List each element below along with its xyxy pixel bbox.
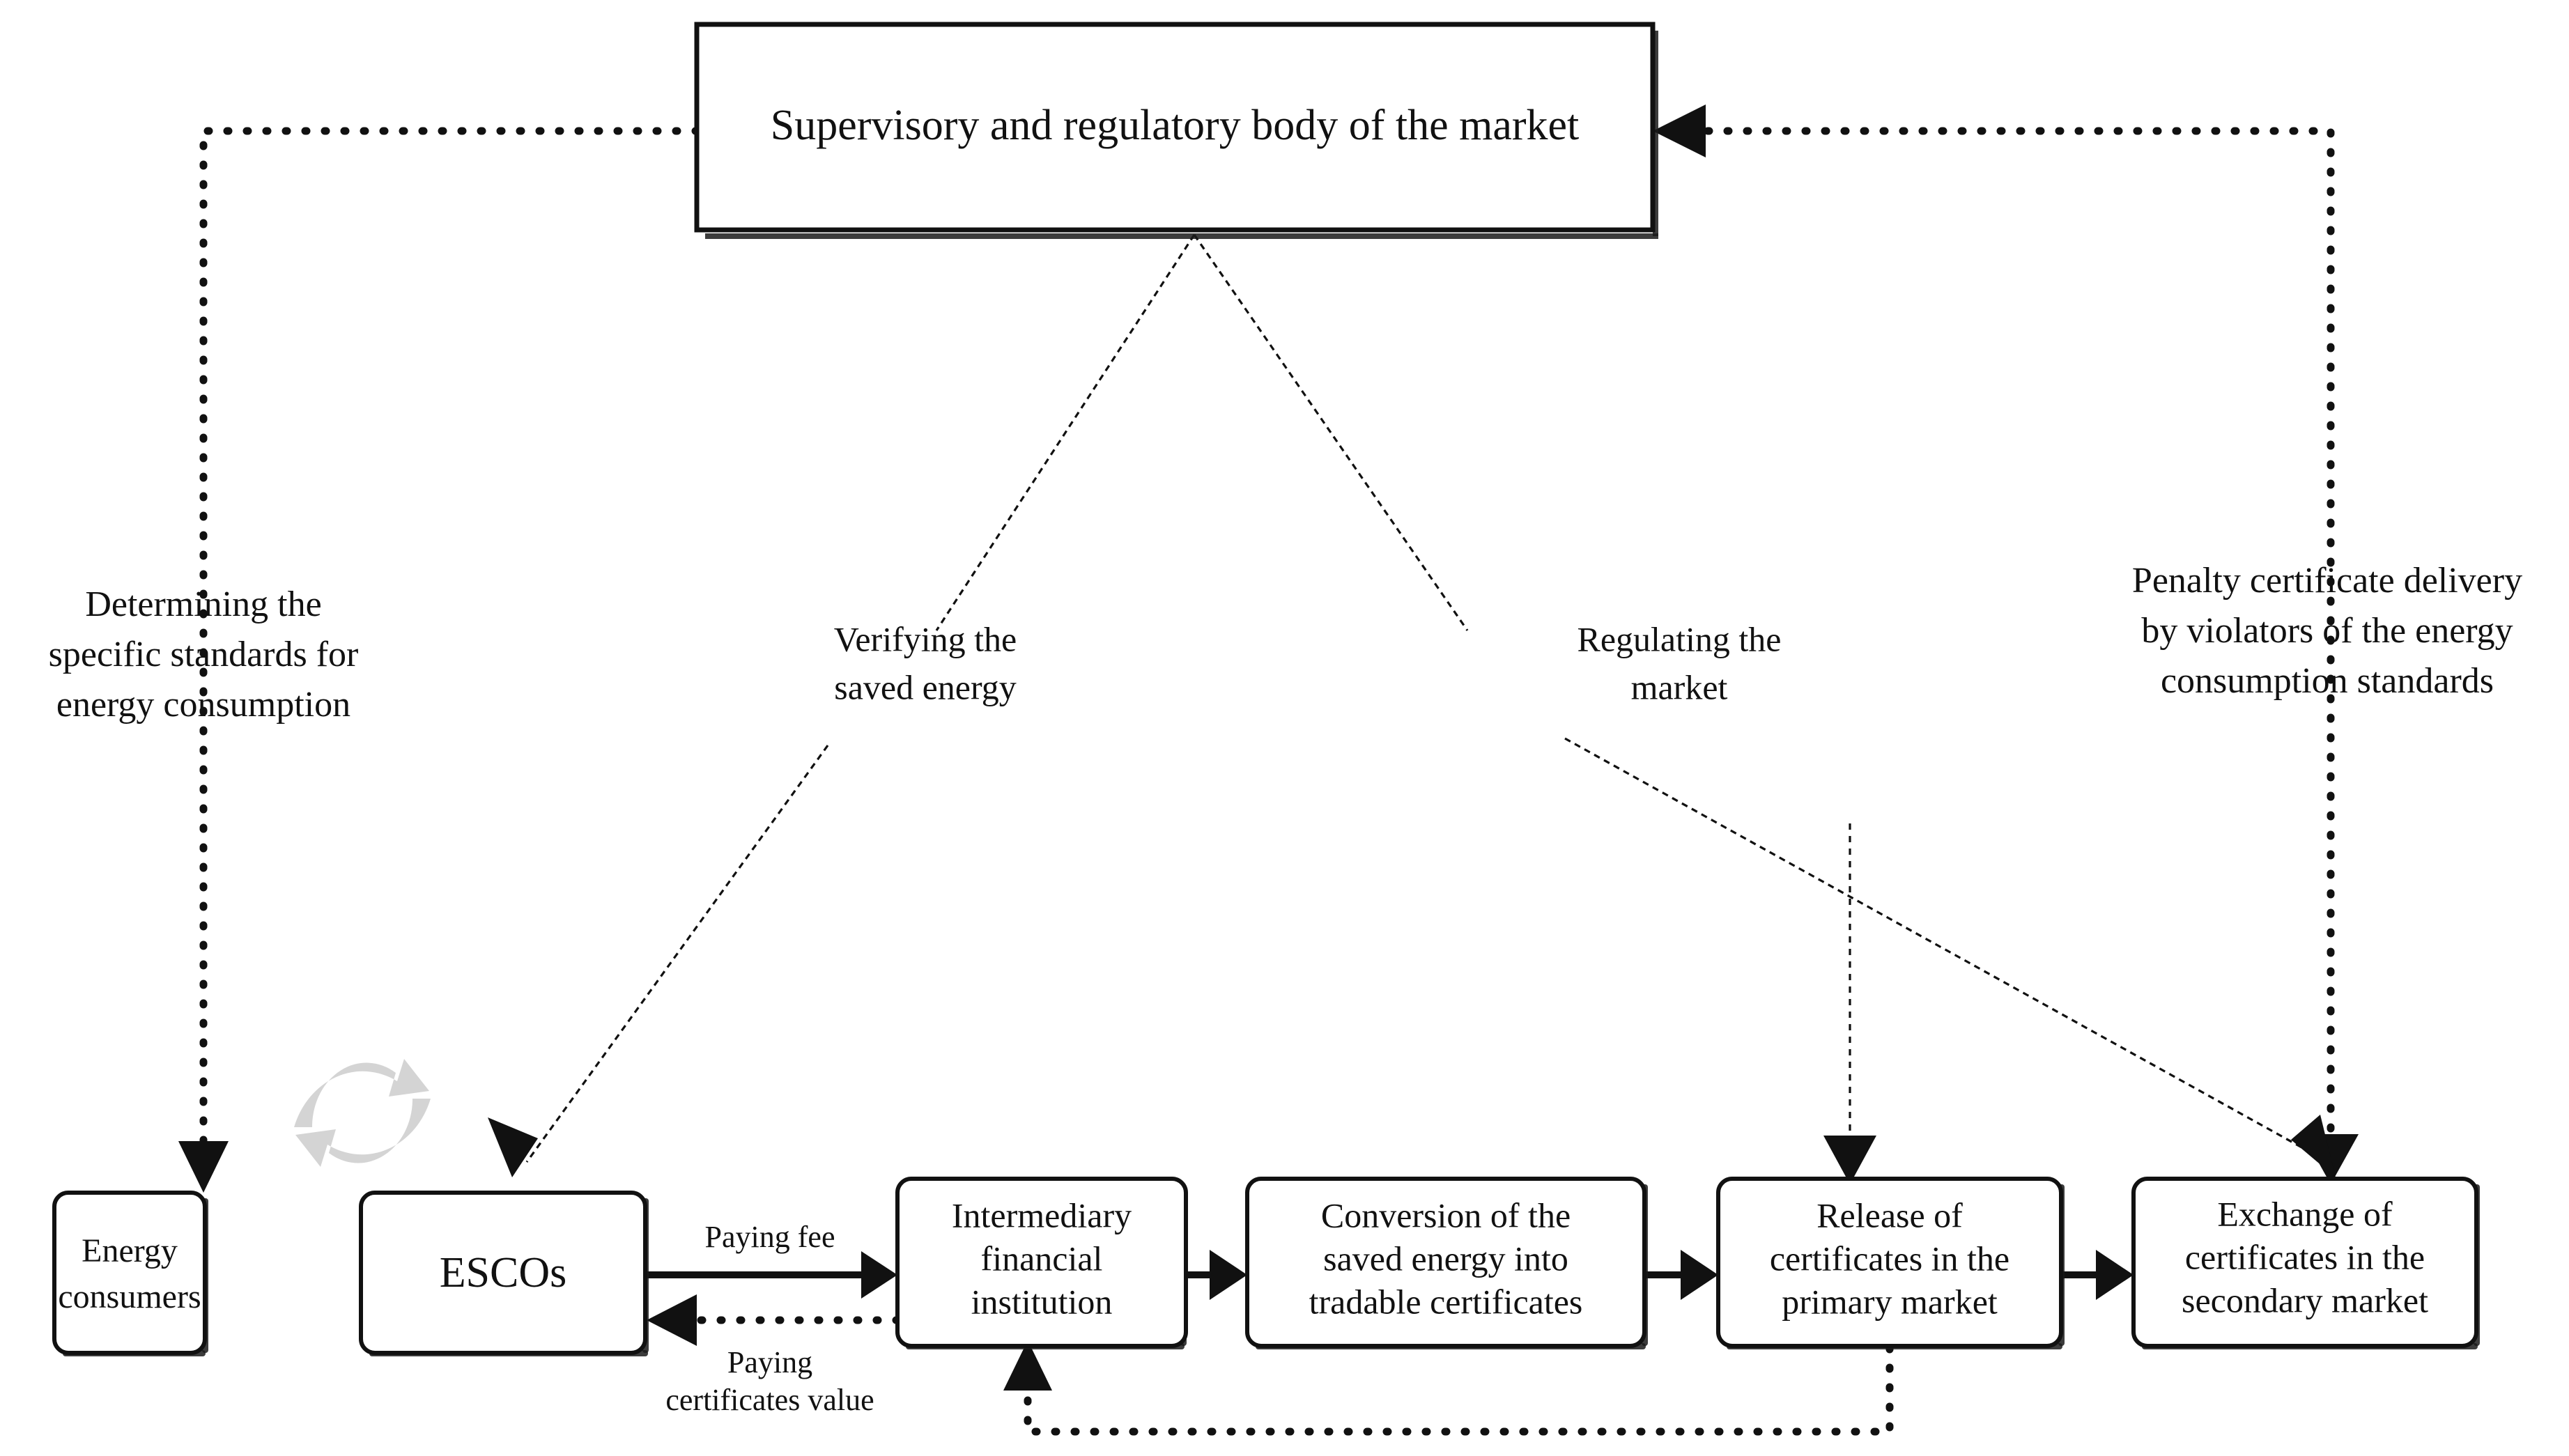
conversion-line-2: saved energy into bbox=[1323, 1239, 1568, 1278]
edge-label-paying-fee: Paying fee bbox=[705, 1220, 835, 1254]
verifying-line-1: Verifying the bbox=[834, 619, 1017, 658]
determining-standards-line-2: specific standards for bbox=[49, 635, 359, 674]
verifying-line-2: saved energy bbox=[834, 667, 1016, 706]
node-exchange-secondary-market[interactable]: Exchange of certificates in the secondar… bbox=[2131, 1177, 2480, 1349]
edge-verifying-saved-energy bbox=[488, 234, 1196, 1177]
flow-arrow-escos-to-intermediary bbox=[647, 1251, 897, 1299]
escos-label: ESCOs bbox=[440, 1249, 567, 1296]
node-escos[interactable]: ESCOs bbox=[359, 1191, 649, 1356]
flow-arrow-conversion-to-release bbox=[1644, 1250, 1718, 1300]
exchange-line-2: certificates in the bbox=[2185, 1237, 2425, 1276]
determining-standards-line-1: Determining the bbox=[85, 584, 321, 624]
penalty-line-1: Penalty certificate delivery bbox=[2132, 561, 2522, 601]
arrow-head-right-intermediary bbox=[861, 1251, 897, 1299]
node-release-primary-market[interactable]: Release of certificates in the primary m… bbox=[1716, 1177, 2065, 1349]
arrow-head-left-escos bbox=[647, 1294, 697, 1346]
node-supervisory-regulatory-body[interactable]: Supervisory and regulatory body of the m… bbox=[694, 22, 1658, 239]
node-energy-consumers[interactable]: Energy consumers bbox=[52, 1191, 208, 1356]
edge-label-paying-certificates-value: Paying certificates value bbox=[665, 1345, 874, 1417]
edge-certificates-return-loop bbox=[1003, 1340, 1894, 1436]
node-intermediary-financial-institution[interactable]: Intermediary financial institution bbox=[895, 1177, 1188, 1349]
paying-fee-label: Paying fee bbox=[705, 1220, 835, 1254]
arrow-head-down-release-box bbox=[1823, 1136, 1876, 1184]
edge-determining-standards bbox=[178, 127, 701, 1193]
conversion-line-3: tradable certificates bbox=[1309, 1282, 1583, 1321]
arrow-head-right-exchange bbox=[2096, 1250, 2134, 1300]
edge-regulating-market bbox=[1193, 234, 2336, 1184]
exchange-line-3: secondary market bbox=[2182, 1280, 2428, 1319]
energy-consumers-line-1: Energy bbox=[82, 1232, 178, 1269]
paying-certificates-line-2: certificates value bbox=[665, 1383, 874, 1417]
annotation-regulating-market: Regulating the market bbox=[1577, 619, 1782, 706]
regulating-line-1: Regulating the bbox=[1577, 619, 1782, 658]
refresh-cycle-icon bbox=[294, 1059, 431, 1167]
release-line-3: primary market bbox=[1782, 1282, 1998, 1321]
arrow-head-up-intermediary bbox=[1003, 1340, 1052, 1391]
penalty-line-3: consumption standards bbox=[2161, 661, 2494, 701]
intermediary-line-1: Intermediary bbox=[952, 1195, 1132, 1234]
arrow-head-left-supervisory bbox=[1653, 104, 1706, 157]
intermediary-line-2: financial bbox=[981, 1239, 1103, 1278]
energy-consumers-line-2: consumers bbox=[58, 1278, 201, 1315]
intermediary-line-3: institution bbox=[971, 1282, 1113, 1321]
determining-standards-line-3: energy consumption bbox=[56, 685, 350, 725]
annotation-verifying-saved-energy: Verifying the saved energy bbox=[834, 619, 1017, 706]
penalty-line-2: by violators of the energy bbox=[2141, 611, 2513, 651]
regulating-line-2: market bbox=[1631, 667, 1728, 706]
flow-arrow-release-to-exchange bbox=[2061, 1250, 2134, 1300]
supervisory-body-label: Supervisory and regulatory body of the m… bbox=[771, 102, 1579, 149]
edge-paying-certificates-value bbox=[647, 1294, 902, 1346]
release-line-1: Release of bbox=[1816, 1195, 1963, 1234]
annotation-determining-standards: Determining the specific standards for e… bbox=[49, 584, 359, 725]
release-line-2: certificates in the bbox=[1770, 1239, 2009, 1278]
arrow-head-exchange-top-thin bbox=[2291, 1115, 2336, 1177]
node-conversion-saved-energy[interactable]: Conversion of the saved energy into trad… bbox=[1245, 1177, 1648, 1349]
flow-arrow-intermediary-to-conversion bbox=[1186, 1250, 1247, 1300]
conversion-line-1: Conversion of the bbox=[1321, 1195, 1571, 1234]
paying-certificates-line-1: Paying bbox=[727, 1345, 812, 1379]
arrow-head-down-energy-consumers bbox=[178, 1141, 229, 1193]
exchange-line-1: Exchange of bbox=[2217, 1194, 2393, 1233]
arrow-head-escos-top bbox=[488, 1117, 538, 1177]
annotation-penalty-certificate-delivery: Penalty certificate delivery by violator… bbox=[2132, 561, 2522, 701]
arrow-head-right-conversion bbox=[1210, 1250, 1247, 1300]
arrow-head-right-release bbox=[1681, 1250, 1718, 1300]
